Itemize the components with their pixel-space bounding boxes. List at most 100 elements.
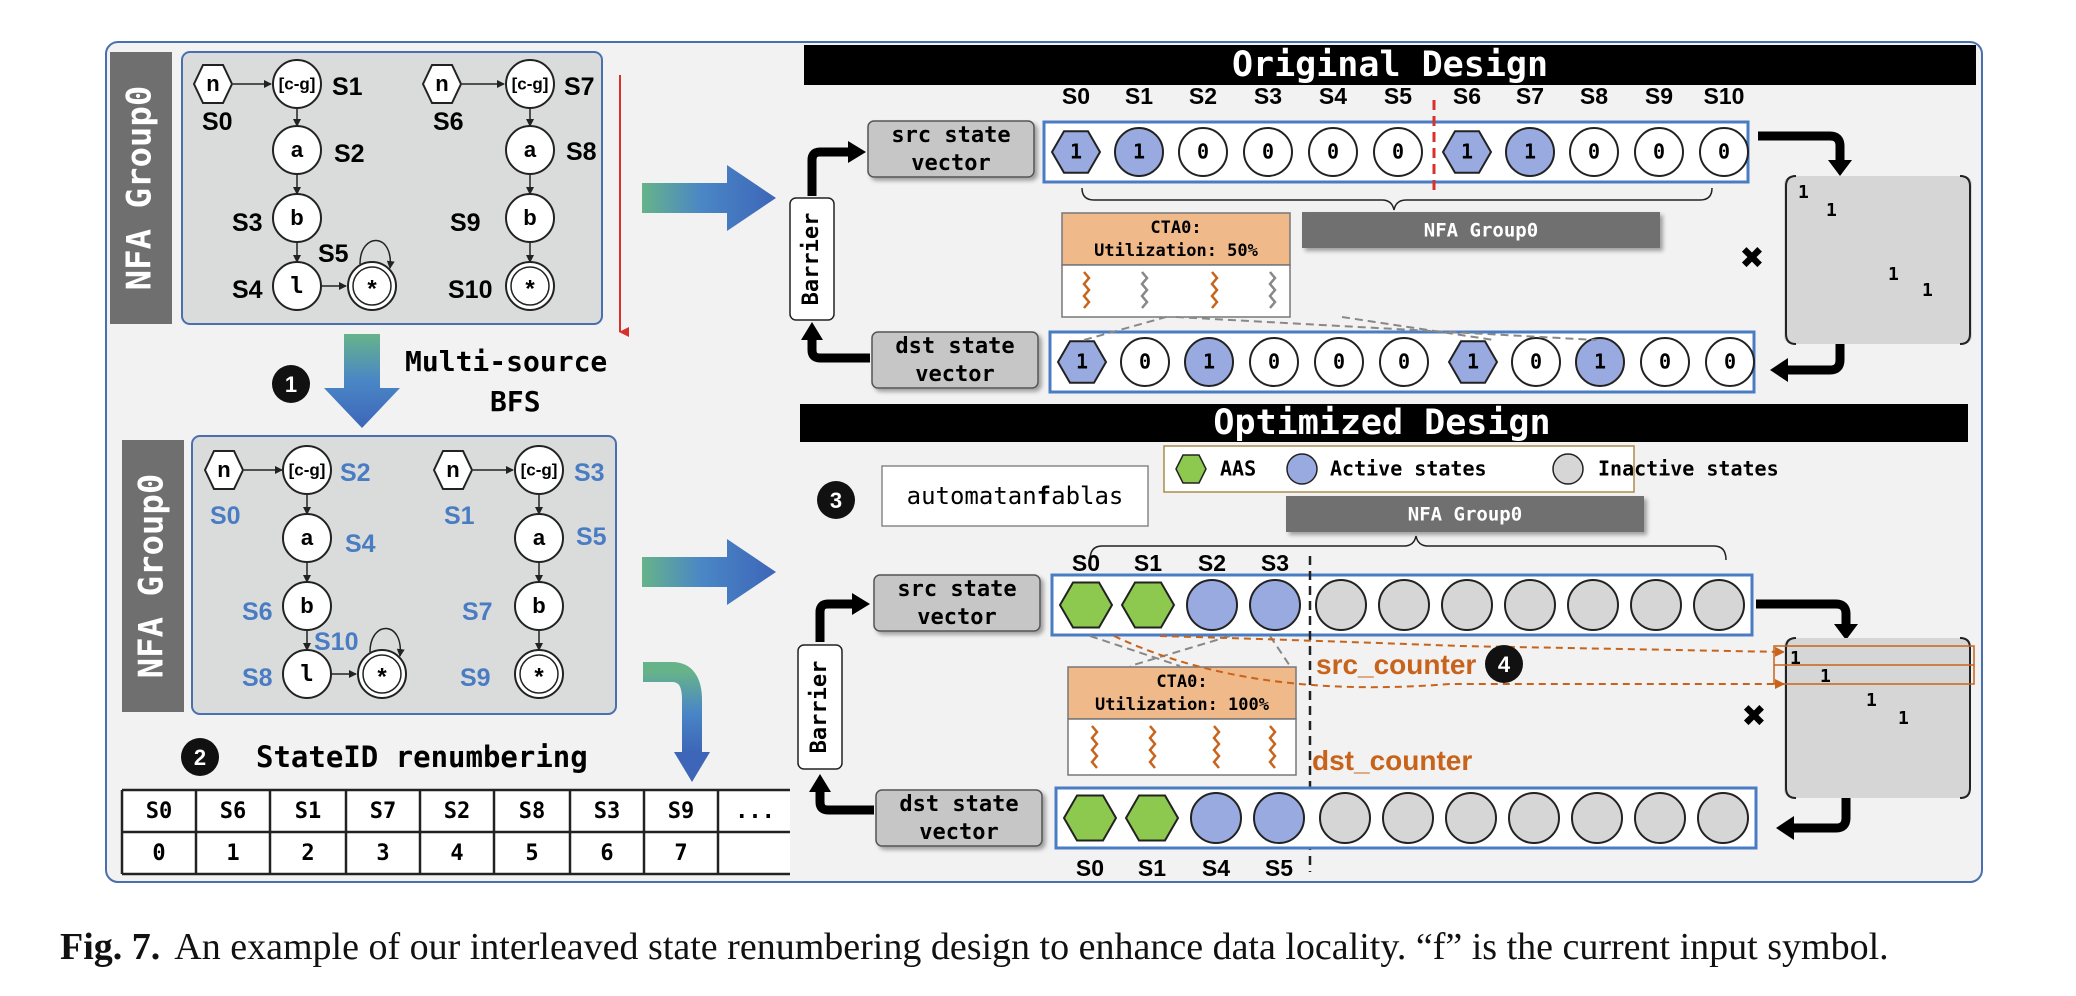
orig-cell: [1184, 337, 1234, 387]
top-label-s10: S10: [448, 276, 492, 304]
step3-badge: [817, 481, 855, 519]
bottom-node-b-a-text: b: [300, 593, 313, 618]
orig-state-label: S9: [1645, 83, 1673, 109]
top-node-cg-a-text: [c-g]: [279, 74, 316, 93]
top-group-label: NFA Group0: [120, 86, 160, 291]
optimized-design: Optimized Design AAS Active states Inact…: [797, 403, 1975, 881]
opt-cell-inactive: [1634, 792, 1686, 844]
top-label-s6: S6: [433, 108, 464, 136]
orig-cell-value: 0: [1653, 140, 1665, 164]
table-value-cell: 7: [674, 841, 687, 866]
opt-src-label-line1: src state: [897, 577, 1016, 602]
orig-dst-to-barrier: [807, 338, 870, 363]
opt-cell-active: [1253, 792, 1305, 844]
bottom-node-n-a: [203, 450, 245, 490]
opt-dst-label-box: [875, 789, 1043, 847]
orig-cell-value: 0: [1530, 350, 1542, 374]
top-node-star-a: [347, 261, 397, 311]
renumbering-table: S00S61S12S73S24S85S36S97...: [120, 788, 790, 876]
orig-brace: [1081, 187, 1713, 211]
top-right-arrow: [642, 165, 776, 231]
orig-cell-value: 1: [1524, 140, 1536, 164]
input-string-box: [881, 465, 1149, 527]
orig-cell-value: 1: [1203, 350, 1215, 374]
orig-threads-box: [1061, 264, 1291, 318]
orig-matrix-one-3: 1: [1888, 264, 1899, 285]
orig-cell-value: 0: [1659, 350, 1671, 374]
original-title-bar: [804, 45, 1976, 85]
step1-badge: [272, 365, 310, 403]
top-label-s8: S8: [566, 138, 597, 166]
orig-state-label: S8: [1580, 83, 1608, 109]
step1-number: 1: [285, 372, 297, 397]
opt-src-label-line2: vector: [917, 605, 996, 630]
orig-cell-value: 1: [1467, 350, 1479, 374]
opt-barrier-box: [797, 644, 843, 770]
optimized-title-bar: [800, 404, 1968, 442]
bottom-node-n-b: [432, 450, 474, 490]
bottom-node-a-a-text: a: [301, 525, 314, 550]
bottom-node-n-b-text: n: [446, 457, 459, 482]
orig-state-label: S3: [1254, 83, 1282, 109]
bottom-label-s3: S3: [574, 459, 605, 487]
bottom-node-cg-a-text: [c-g]: [289, 460, 326, 479]
table-header-cell: S9: [668, 799, 695, 824]
orig-cell-value: 0: [1333, 350, 1345, 374]
step2-bent-arrow-head: [674, 752, 710, 782]
orig-state-label: S6: [1453, 83, 1481, 109]
dst-counter-label: dst_counter: [1312, 745, 1472, 776]
table-header-cell: S3: [594, 799, 621, 824]
orig-cell-start: [1447, 340, 1499, 384]
legend-aas-label: AAS: [1220, 457, 1256, 481]
opt-src-state-label: S0: [1072, 550, 1100, 576]
orig-cell-value: 0: [1724, 350, 1736, 374]
legend-inactive-swatch: [1552, 453, 1584, 485]
opt-src-state-label: S1: [1134, 550, 1162, 576]
top-nfa-box: [181, 51, 603, 325]
opt-cell-inactive: [1319, 792, 1371, 844]
opt-matrix-to-dst: [1792, 792, 1851, 833]
top-node-l-a-text: l: [290, 274, 303, 299]
src-counter-arrow-1: [1113, 635, 1785, 689]
top-nfa-group: NFA Group0 n [c-g] a b l * S0 S1 S2 S3 S…: [110, 51, 629, 337]
input-string: automatanfablas: [907, 482, 1124, 510]
step2-label: StateID renumbering: [256, 740, 588, 774]
opt-src-state-label: S3: [1261, 550, 1289, 576]
orig-access-line-1: [1083, 316, 1167, 341]
top-node-n-b-text: n: [435, 71, 448, 96]
opt-barrier-label: Barrier: [807, 661, 832, 754]
opt-multiply-icon: ✖: [1741, 700, 1766, 733]
top-node-a-b-text: a: [524, 137, 537, 162]
orig-matrix-to-dst: [1786, 340, 1845, 375]
orig-matrix-one-4: 1: [1922, 280, 1933, 301]
step1-label-line1: Multi-source: [405, 345, 607, 378]
table-value-cell: 1: [226, 841, 239, 866]
orig-cell: [1511, 337, 1561, 387]
bottom-node-cg-b-text: [c-g]: [521, 460, 558, 479]
table-header-cell: S7: [370, 799, 397, 824]
top-node-b-a-text: b: [290, 205, 303, 230]
top-node-b-b-text: b: [523, 205, 536, 230]
orig-thread-1: [1082, 271, 1091, 309]
orig-cell-value: 0: [1327, 140, 1339, 164]
opt-cta-line1: CTA0:: [1156, 672, 1207, 692]
original-title: Original Design: [1232, 45, 1548, 85]
orig-cell-value: 1: [1076, 350, 1088, 374]
opt-cell-aas: [1124, 794, 1180, 842]
opt-dst-to-barrier: [815, 790, 874, 815]
top-node-star-a-text: *: [367, 275, 377, 302]
opt-src-to-matrix: [1756, 599, 1851, 626]
table-value-cell: 6: [600, 841, 613, 866]
orig-src-to-matrix: [1758, 131, 1845, 162]
step2-number: 2: [194, 745, 206, 770]
orig-group-bar-label: NFA Group0: [1424, 220, 1538, 242]
opt-cell-active: [1186, 579, 1238, 631]
top-label-s1: S1: [332, 73, 363, 101]
orig-cell-value: 0: [1139, 350, 1151, 374]
opt-cell-aas: [1062, 794, 1118, 842]
orig-cell: [1505, 127, 1555, 177]
bottom-node-star-a: [357, 649, 407, 699]
